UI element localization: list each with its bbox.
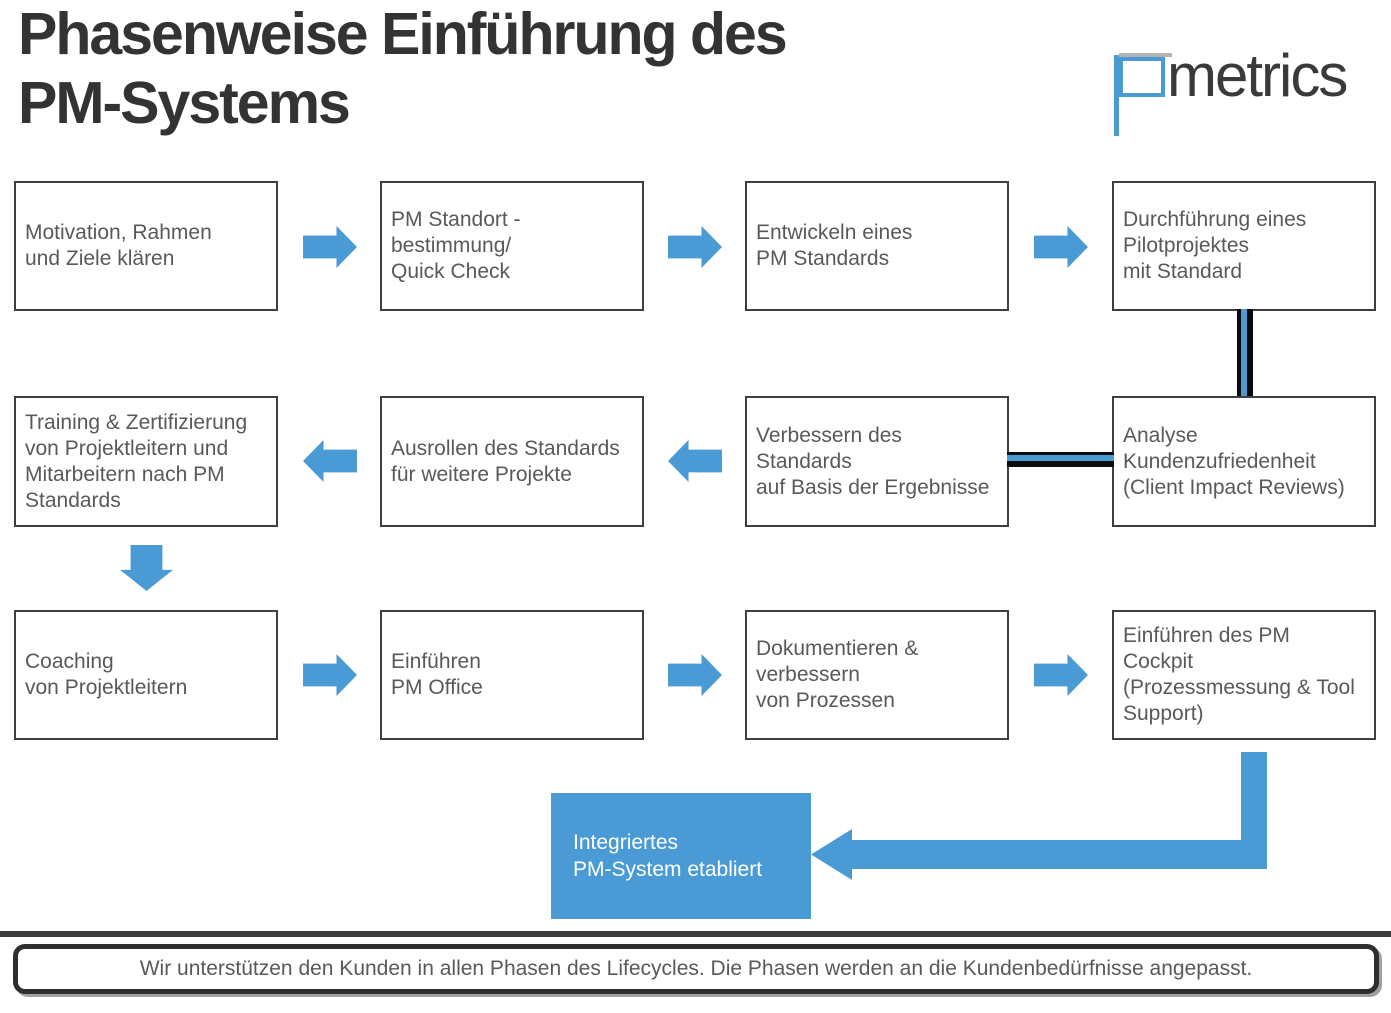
flow-box-pm-standard: Entwickeln eines PM Standards [745, 181, 1009, 311]
flow-box-text: Analyse Kundenzufriedenheit (Client Impa… [1123, 423, 1345, 499]
flow-box-standortbestimmung: PM Standort - bestimmung/ Quick Check [380, 181, 644, 311]
flow-box-motivation: Motivation, Rahmen und Ziele klären [14, 181, 278, 311]
logo-text: metrics [1167, 42, 1348, 109]
logo-vertical-bar [1114, 55, 1119, 136]
flow-box-text: Einführen PM Office [391, 650, 483, 699]
flow-box-analyse: Analyse Kundenzufriedenheit (Client Impa… [1112, 396, 1376, 527]
flow-box-text: Einführen des PM Cockpit (Prozessmessung… [1123, 624, 1355, 725]
final-box-text: Integriertes PM-System etabliert [573, 831, 763, 881]
flow-box-text: Ausrollen des Standards für weitere Proj… [391, 436, 620, 486]
flow-box-text: Dokumentieren & verbessern von Prozessen [756, 637, 919, 712]
flow-box-training: Training & Zertifizierung von Projektlei… [14, 396, 278, 527]
arrow-down-icon [120, 545, 173, 591]
logo-square-outline [1119, 57, 1165, 97]
connector-horizontal-striped [1007, 452, 1114, 467]
logo: metrics [1112, 42, 1384, 141]
flow-box-coaching: Coaching von Projektleitern [14, 610, 278, 740]
flow-box-text: PM Standort - bestimmung/ Quick Check [391, 208, 521, 283]
logo-gray-line [1119, 53, 1172, 57]
flow-box-dokumentieren: Dokumentieren & verbessern von Prozessen [745, 610, 1009, 740]
page-title: Phasenweise Einführung des PM-Systems [18, 1, 788, 136]
connector-vertical-striped [1237, 309, 1253, 398]
flow-box-ausrollen: Ausrollen des Standards für weitere Proj… [380, 396, 644, 527]
flow-box-pm-office: Einführen PM Office [380, 610, 644, 740]
arrow-right-icon [668, 226, 722, 268]
flow-box-verbessern: Verbessern des Standards auf Basis der E… [745, 396, 1009, 527]
flow-box-text: Entwickeln eines PM Standards [756, 221, 913, 270]
arrow-right-icon [1034, 654, 1088, 696]
flow-box-pm-cockpit: Einführen des PM Cockpit (Prozessmessung… [1112, 610, 1376, 740]
arrow-right-icon [303, 654, 357, 696]
arrow-right-icon [1034, 226, 1088, 268]
arrow-left-icon [303, 440, 357, 482]
arrow-right-icon [303, 226, 357, 268]
footer-text: Wir unterstützen den Kunden in allen Pha… [139, 957, 1253, 980]
flow-box-pilotprojekt: Durchführung eines Pilotprojektes mit St… [1112, 181, 1376, 311]
arrow-right-icon [668, 654, 722, 696]
flow-box-text: Verbessern des Standards auf Basis der E… [756, 423, 990, 499]
elbow-arrow-shaft [850, 840, 1267, 869]
divider-line [0, 931, 1391, 937]
footer-banner: Wir unterstützen den Kunden in allen Pha… [13, 944, 1379, 994]
flow-box-text: Durchführung eines Pilotprojektes mit St… [1123, 208, 1307, 283]
elbow-arrowhead-left-icon [811, 829, 852, 880]
final-box-integriertes-pm-system: Integriertes PM-System etabliert [551, 793, 811, 919]
arrow-left-icon [668, 440, 722, 482]
flow-box-text: Motivation, Rahmen und Ziele klären [25, 221, 212, 270]
flow-box-text: Coaching von Projektleitern [25, 650, 188, 699]
flow-box-text: Training & Zertifizierung von Projektlei… [25, 410, 248, 512]
